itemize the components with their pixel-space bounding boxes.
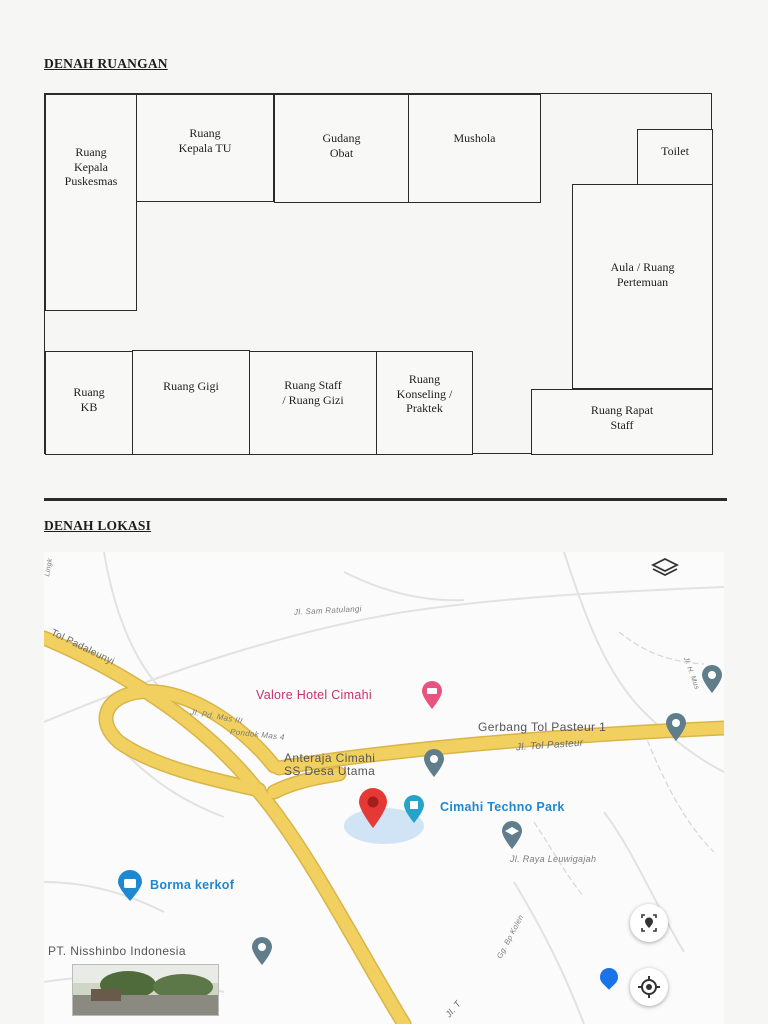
map-marker-icon[interactable]	[664, 712, 688, 742]
room-mushola: Mushola	[408, 94, 541, 203]
room-rapat-staff: Ruang Rapat Staff	[531, 389, 713, 455]
room-aula: Aula / Ruang Pertemuan	[572, 184, 713, 389]
layers-icon[interactable]	[650, 556, 680, 578]
place-anteraja-line2: SS Desa Utama	[284, 764, 376, 778]
place-valore-hotel[interactable]: Valore Hotel Cimahi	[256, 688, 372, 702]
room-label: Gudang Obat	[322, 131, 361, 160]
room-label: Ruang Rapat Staff	[590, 403, 654, 432]
place-anteraja[interactable]: Anteraja Cimahi SS Desa Utama	[284, 752, 375, 778]
place-gerbang-tol[interactable]: Gerbang Tol Pasteur 1	[478, 720, 607, 734]
school-icon[interactable]	[500, 820, 524, 850]
location-pin-icon[interactable]	[402, 794, 426, 824]
shopping-bag-icon[interactable]	[116, 870, 144, 902]
room-label: Ruang KB	[73, 385, 105, 414]
room-toilet: Toilet	[637, 129, 713, 185]
room-label: Ruang Konseling / Praktek	[396, 372, 453, 415]
room-gigi: Ruang Gigi	[132, 350, 250, 455]
map-roads	[44, 552, 724, 1024]
room-kepala-puskesmas: Ruang Kepala Puskesmas	[45, 94, 137, 311]
my-location-button[interactable]	[630, 968, 668, 1006]
place-borma[interactable]: Borma kerkof	[150, 878, 235, 892]
street-view-thumbnail[interactable]	[72, 964, 219, 1016]
my-location-icon	[638, 976, 660, 998]
room-gudang-obat: Gudang Obat	[274, 94, 409, 203]
floor-plan-title: DENAH RUANGAN	[44, 56, 168, 71]
place-anteraja-line1: Anteraja Cimahi	[284, 751, 376, 765]
location-map[interactable]: Jl. Sam Ratulangi Tol Padaleunyi Jl. Pd.…	[44, 552, 724, 1024]
map-marker-icon[interactable]	[250, 936, 274, 966]
street-label: Jl. Raya Leuwigajah	[510, 854, 597, 864]
hotel-icon[interactable]	[420, 680, 444, 710]
room-label: Ruang Gigi	[163, 379, 219, 393]
locate-button[interactable]	[630, 904, 668, 942]
room-label: Aula / Ruang Pertemuan	[610, 260, 675, 289]
floor-plan: Ruang Kepala Puskesmas Ruang Kepala TU G…	[44, 93, 713, 455]
room-label: Toilet	[661, 144, 689, 158]
room-konseling: Ruang Konseling / Praktek	[376, 351, 473, 455]
map-marker-icon[interactable]	[422, 748, 446, 778]
locate-icon	[641, 914, 657, 932]
room-label: Ruang Staff / Ruang Gizi	[282, 378, 344, 407]
location-pin-icon[interactable]	[356, 786, 390, 830]
room-label: Ruang Kepala TU	[178, 126, 232, 155]
room-kb: Ruang KB	[45, 351, 133, 455]
section-divider	[44, 498, 727, 501]
map-marker-icon[interactable]	[700, 664, 724, 694]
room-staff-gizi: Ruang Staff / Ruang Gizi	[249, 351, 377, 455]
place-nisshinbo[interactable]: PT. Nisshinbo Indonesia	[48, 944, 186, 958]
room-label: Mushola	[453, 131, 496, 145]
location-title: DENAH LOKASI	[44, 518, 152, 533]
room-label: Ruang Kepala Puskesmas	[64, 145, 118, 188]
room-kepala-tu: Ruang Kepala TU	[136, 94, 274, 202]
street-view-image	[73, 965, 218, 1015]
place-techno-park[interactable]: Cimahi Techno Park	[440, 800, 565, 814]
